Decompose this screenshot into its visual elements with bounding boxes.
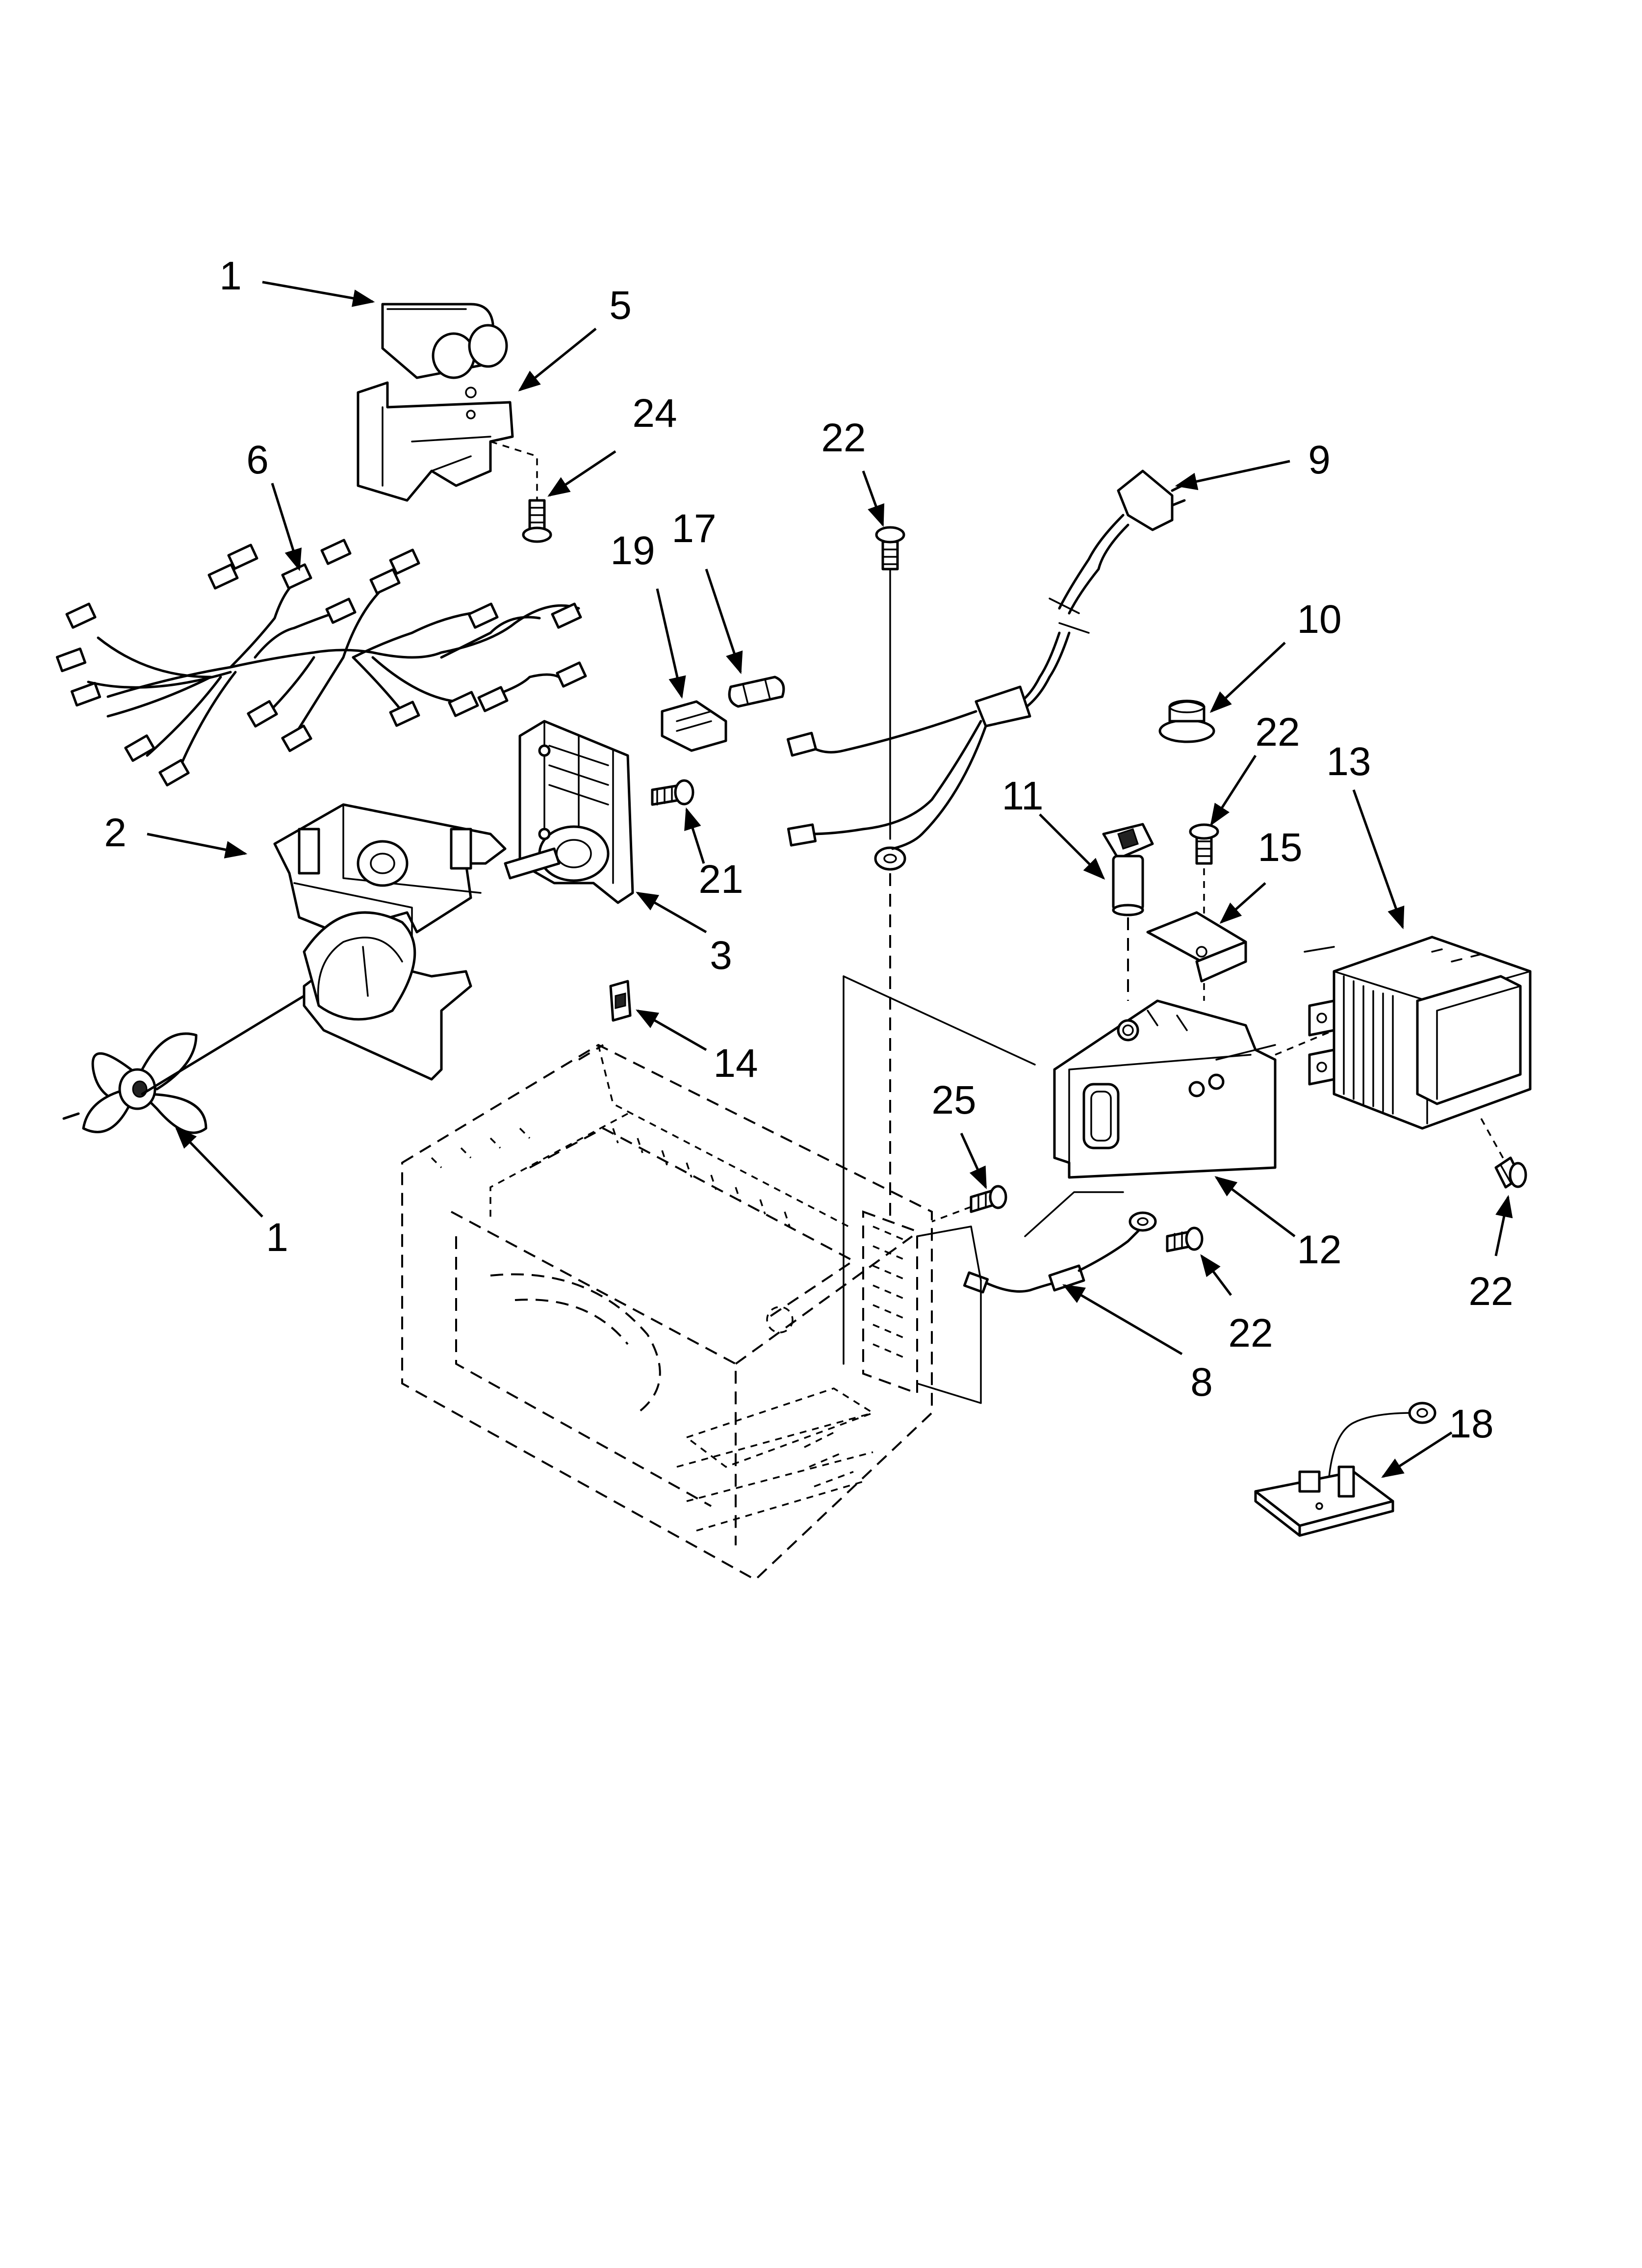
- bracket-part-15: [1146, 911, 1247, 983]
- clip-part-14: [609, 980, 632, 1022]
- fuse-part-17: [728, 676, 785, 708]
- screw-part-24: [490, 441, 552, 543]
- callout-8: 8: [1190, 1360, 1213, 1405]
- callout-18: 18: [1449, 1402, 1493, 1446]
- callout-arrows: [147, 281, 1513, 1478]
- callout-6: 6: [246, 438, 269, 482]
- callout-3: 3: [710, 933, 732, 978]
- ground-lead-part-8: [963, 1211, 1157, 1294]
- reference-lines: [843, 946, 1335, 1404]
- power-cord-part-9: [786, 469, 1186, 850]
- ground-screw-part-22: [874, 526, 906, 1217]
- callout-10: 10: [1297, 597, 1341, 642]
- fuse-holder-part-19: [661, 700, 727, 752]
- callout-22-mid: 22: [1255, 710, 1300, 755]
- screw-part-22-d: [1166, 1226, 1204, 1252]
- callout-14: 14: [713, 1041, 758, 1086]
- capacitor-part-4: [381, 303, 508, 379]
- circuit-board-part-18: [1254, 1402, 1437, 1537]
- callout-15: 15: [1257, 825, 1302, 870]
- callout-25: 25: [931, 1078, 976, 1122]
- callout-24: 24: [632, 391, 677, 436]
- fan-bracket-part-2: [273, 803, 507, 1081]
- screw-part-25: [931, 1185, 1007, 1223]
- callout-labels: 1 5 24 6 2 1 3 21 19 17 14 22 9 10 22 13…: [104, 254, 1513, 1446]
- diode-part-11: [1102, 823, 1154, 1001]
- callout-4: 1: [219, 254, 242, 298]
- callout-22-right: 22: [1468, 1269, 1513, 1314]
- callout-12: 12: [1297, 1227, 1341, 1272]
- screw-part-22-b: [1189, 823, 1219, 1001]
- callout-9: 9: [1308, 438, 1331, 482]
- callout-19: 19: [610, 528, 655, 573]
- callout-13: 13: [1326, 739, 1371, 784]
- callout-2: 2: [104, 810, 127, 855]
- fan-blade-part-1: [62, 994, 306, 1134]
- callout-1: 1: [266, 1215, 288, 1260]
- cabinet-outline: [401, 1043, 933, 1581]
- callout-5: 5: [609, 283, 632, 328]
- transformer-part-13: [1308, 936, 1532, 1130]
- thermostat-part-10: [1158, 700, 1215, 743]
- base-plate-part-12: [1053, 999, 1277, 1179]
- callout-21: 21: [698, 857, 743, 902]
- callout-11: 11: [1001, 774, 1043, 818]
- wire-harness-part-6: [55, 539, 587, 786]
- callout-17: 17: [671, 506, 716, 551]
- screw-part-22-c: [1480, 1118, 1527, 1189]
- callout-22-top: 22: [821, 416, 866, 460]
- screw-part-21: [651, 779, 694, 806]
- fan-motor-part-3: [504, 720, 634, 904]
- capacitor-bracket-part-5: [357, 381, 514, 502]
- callout-22-low: 22: [1228, 1311, 1273, 1356]
